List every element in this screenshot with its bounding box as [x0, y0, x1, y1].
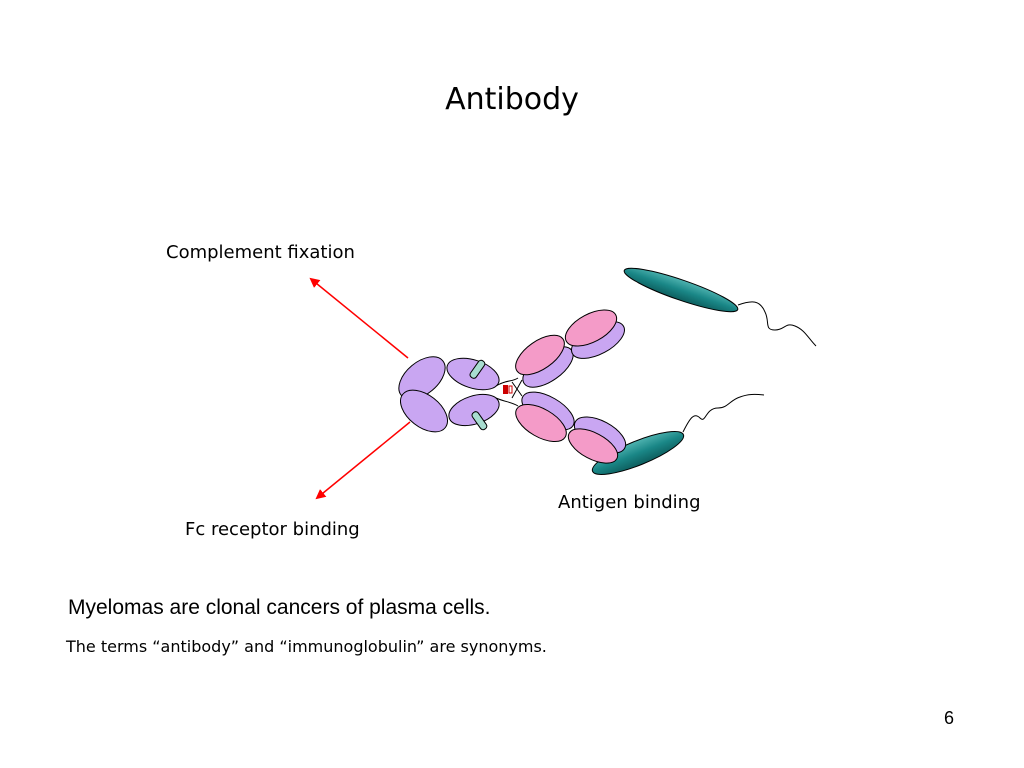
- antigen-lower: [591, 393, 765, 475]
- fc-receptor-arrow: [315, 421, 411, 500]
- myelomas-text: Myelomas are clonal cancers of plasma ce…: [68, 596, 491, 619]
- hinge-region: [495, 377, 523, 407]
- complement-fixation-arrow: [309, 277, 409, 359]
- fc-region: [398, 356, 500, 433]
- synonyms-text: The terms “antibody” and “immunoglobulin…: [66, 637, 547, 656]
- complement-fixation-label: Complement fixation: [166, 242, 355, 263]
- page-number: 6: [944, 708, 955, 728]
- antibody-diagram: [309, 267, 817, 500]
- fc-receptor-binding-label: Fc receptor binding: [185, 519, 360, 540]
- fab-arm-upper: [515, 309, 625, 388]
- fab-arm-lower: [515, 391, 627, 464]
- antigen-binding-label: Antigen binding: [558, 492, 701, 513]
- slide-title: Antibody: [445, 82, 579, 117]
- antigen-upper: [623, 267, 817, 347]
